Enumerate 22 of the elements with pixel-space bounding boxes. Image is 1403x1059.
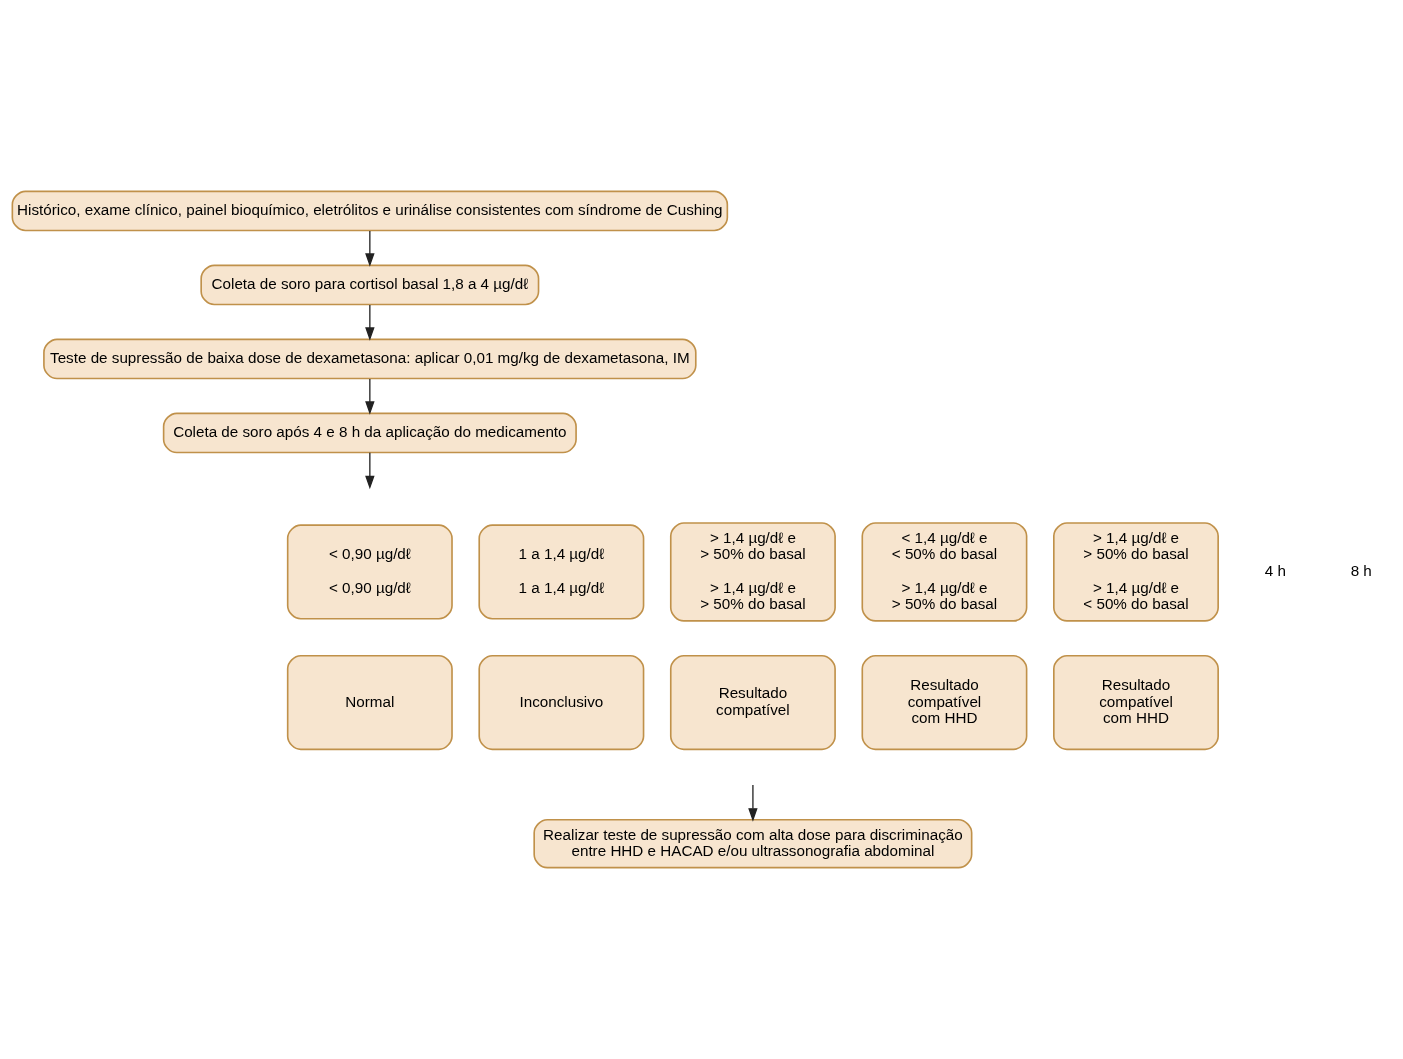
arrow bbox=[365, 304, 375, 341]
node-box: 1 a 1,4 µg/dℓ 1 a 1,4 µg/dℓ bbox=[478, 524, 645, 620]
node-box: < 0,90 µg/dℓ < 0,90 µg/dℓ bbox=[286, 524, 453, 620]
node-box: Histórico, exame clínico, painel bioquímico, eletrólitos e urinálise consistentes com síndrome de Cushing bbox=[11, 190, 729, 232]
node-box: Resultado compatível com HHD bbox=[1053, 654, 1219, 751]
node-box: Realizar teste de supressão com alta dose para discriminação entre HHD e HACAD e/ou ultrassonografia abdominal bbox=[533, 818, 973, 869]
arrow bbox=[748, 784, 758, 822]
arrow bbox=[365, 378, 375, 415]
arrow bbox=[365, 452, 375, 490]
node-box: Teste de supressão de baixa dose de dexametasona: aplicar 0,01 mg/kg de dexametasona, IM bbox=[43, 338, 697, 380]
node-box: Resultado compatível bbox=[669, 654, 836, 751]
node-box: > 1,4 µg/dℓ e > 50% do basal > 1,4 µg/dℓ e > 50% do basal bbox=[669, 522, 836, 622]
node-box: > 1,4 µg/dℓ e > 50% do basal > 1,4 µg/dℓ e < 50% do basal bbox=[1053, 522, 1219, 622]
node-box: Coleta de soro após 4 e 8 h da aplicação do medicamento bbox=[162, 412, 577, 454]
node-box: Normal bbox=[286, 654, 453, 751]
label: 4 h bbox=[1264, 561, 1286, 579]
node-box: Coleta de soro para cortisol basal 1,8 a 4 µg/dℓ bbox=[200, 264, 540, 306]
label: 8 h bbox=[1350, 561, 1372, 579]
arrow bbox=[365, 230, 375, 267]
node-box: < 1,4 µg/dℓ e < 50% do basal > 1,4 µg/dℓ e > 50% do basal bbox=[861, 522, 1028, 622]
node-box: Inconclusivo bbox=[478, 654, 645, 751]
node-box: Resultado compatível com HHD bbox=[861, 654, 1028, 751]
